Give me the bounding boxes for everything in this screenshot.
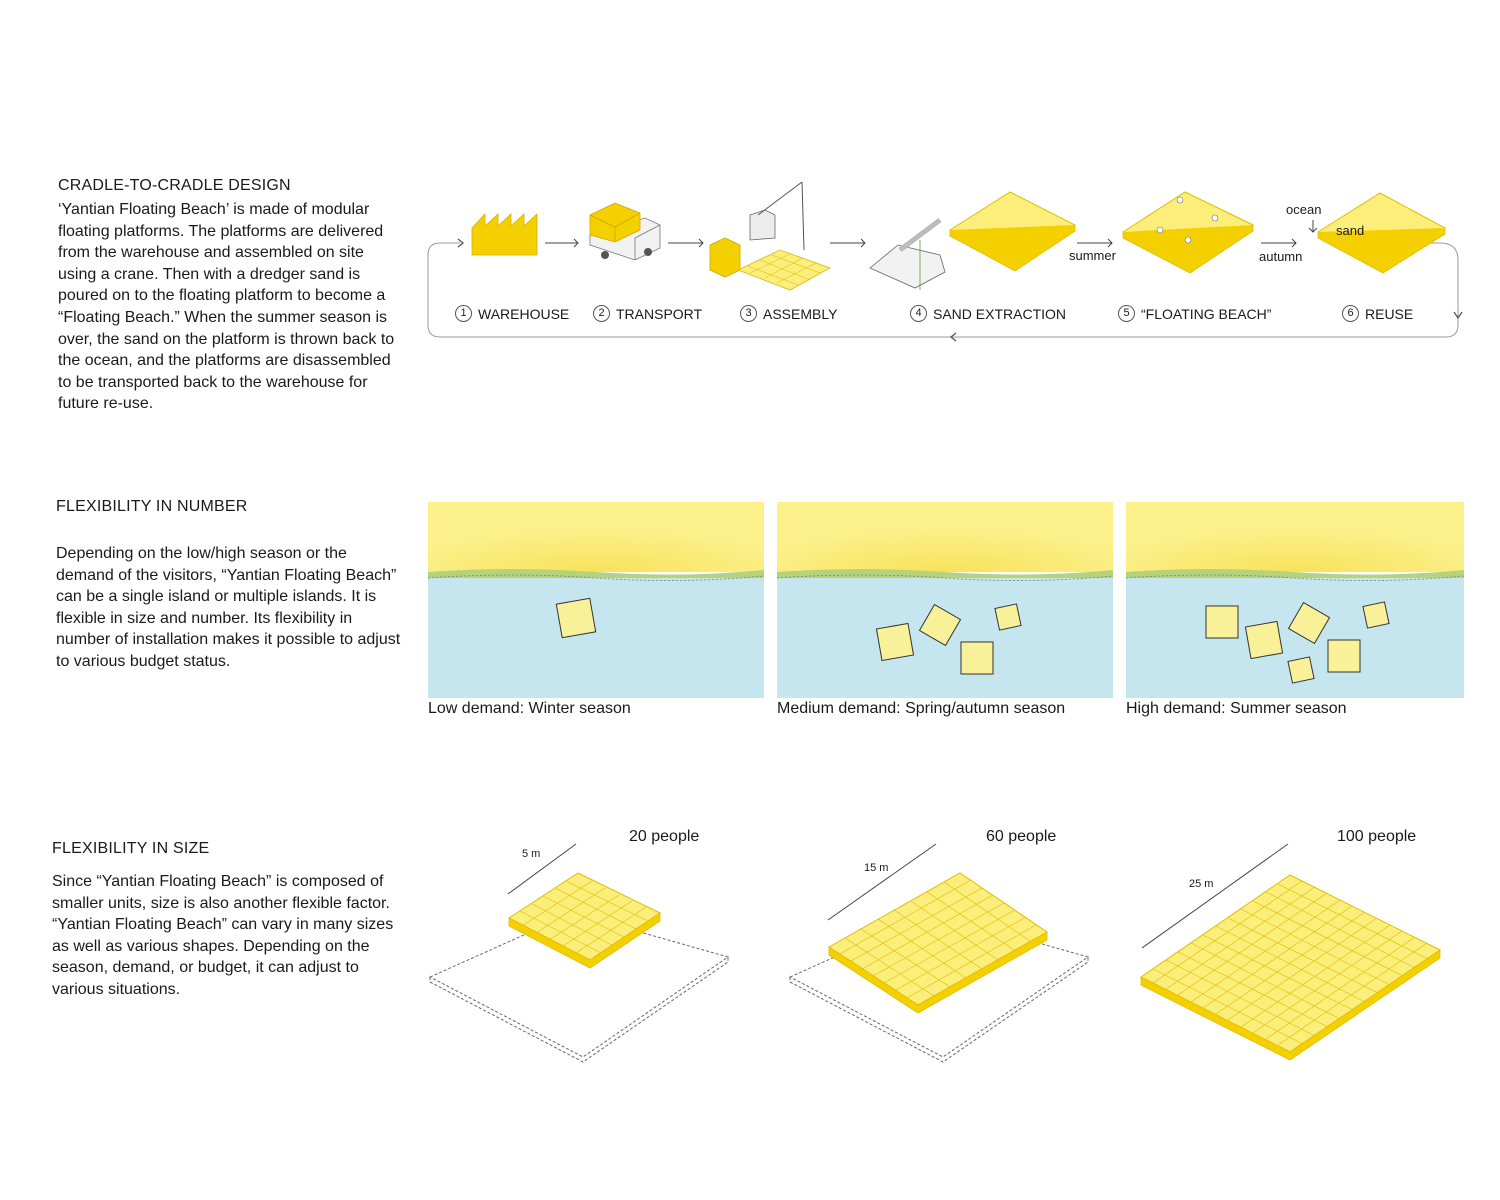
platform-medium [788,872,1090,1063]
loop-arrow-right-icon [457,238,465,248]
step-sand-extraction: 4 SAND EXTRACTION [910,305,1066,322]
capacity-large: 100 people [1337,828,1417,845]
step-assembly: 3 ASSEMBLY [740,305,837,322]
step-number: 5 [1118,305,1135,322]
step-number: 3 [740,305,757,322]
section-paragraph-size: Since “Yantian Floating Beach” is compos… [52,873,394,998]
step-label-floating-beach: “FLOATING BEACH” [1141,305,1272,322]
section-paragraph-number: Depending on the low/high season or the … [56,545,401,670]
step-label-sand-extraction: SAND EXTRACTION [933,305,1067,322]
panel-low-demand [428,502,765,698]
caption-high-demand: High demand: Summer season [1126,700,1347,717]
size-platforms [428,843,1441,1063]
dimension-line-medium [827,843,937,921]
dimension-line-large [1141,843,1289,949]
step-number: 2 [593,305,610,322]
panel-medium-demand [776,502,1114,698]
section-heading-cradle: CRADLE-TO-CRADLE DESIGN [58,177,291,194]
dredger-icon [869,218,946,290]
annotation-sand: sand [1336,223,1365,238]
platform-small [428,872,730,1063]
dimension-line-small [507,843,577,895]
floating-beach-platform [1122,191,1255,274]
step-label-assembly: ASSEMBLY [763,305,838,322]
step-number: 6 [1342,305,1359,322]
crane-icon [709,181,831,291]
warehouse-icon [471,212,538,256]
platform-large [1140,874,1441,1061]
cycle-loop-line [427,242,1459,338]
section-heading-number: FLEXIBILITY IN NUMBER [56,498,248,515]
step-arrows [545,238,1297,248]
dimension-label-large: 25 m [1189,878,1214,890]
caption-medium-demand: Medium demand: Spring/autumn season [777,700,1066,717]
panel-high-demand [1125,502,1464,698]
capacity-medium: 60 people [986,828,1057,845]
section-paragraph-cradle: ‘Yantian Floating Beach’ is made of modu… [58,201,395,413]
loop-arrow-left-icon [949,332,957,342]
annotation-autumn: autumn [1259,249,1303,264]
step-transport: 2 TRANSPORT [593,305,702,322]
loop-arrow-down-icon [1453,311,1463,320]
step-label-reuse: REUSE [1365,305,1414,322]
dimension-label-small: 5 m [522,848,541,860]
dimension-label-medium: 15 m [864,862,889,874]
section-heading-size: FLEXIBILITY IN SIZE [52,840,210,857]
step-reuse: 6 REUSE [1342,305,1413,322]
step-number: 1 [455,305,472,322]
caption-low-demand: Low demand: Winter season [428,700,631,717]
floating-platform-sand [949,191,1076,272]
step-number: 4 [910,305,927,322]
annotation-summer: summer [1069,248,1116,263]
step-warehouse: 1 WAREHOUSE [455,305,569,322]
step-label-warehouse: WAREHOUSE [478,305,570,322]
demand-panels [428,502,1464,698]
truck-icon [589,202,661,261]
annotation-ocean: ocean [1286,202,1322,217]
capacity-small: 20 people [629,828,700,845]
step-label-transport: TRANSPORT [616,305,703,322]
cradle-cycle-diagram [427,181,1463,342]
step-floating-beach: 5 “FLOATING BEACH” [1118,305,1271,322]
reuse-platform [1308,192,1446,274]
